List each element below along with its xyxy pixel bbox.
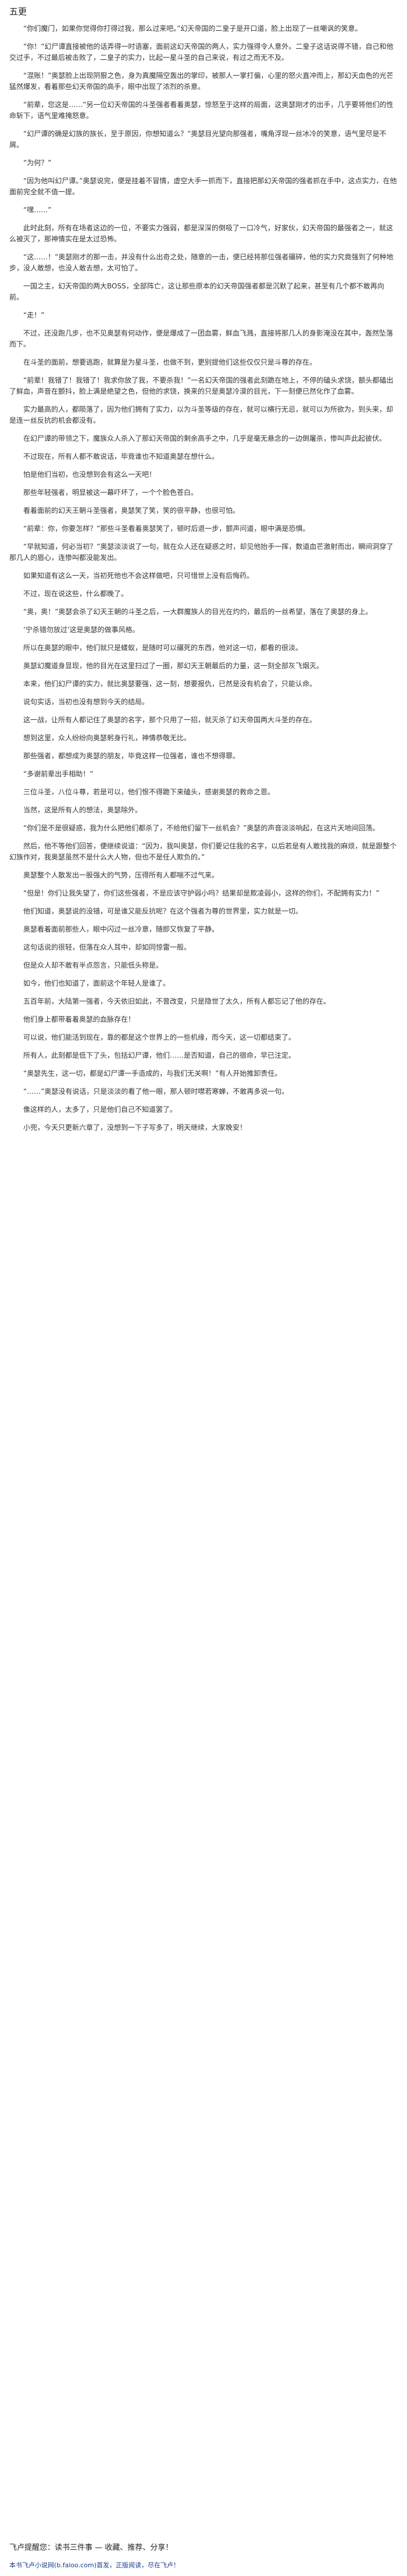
footer-note: 飞卢提醒您：读书三件事 — 收藏、推荐、分享！ [9, 2543, 173, 2552]
paragraph: 怕是他们当初，也没想到会有这么一天吧！ [23, 470, 156, 479]
paragraph: “你！”幻尸谭直接被他的话弄得一时语塞，面前这幻天帝国的两人，实力强得令人意外。… [9, 42, 394, 62]
paragraph: “你们是不是很疑惑，我为什么把他们都杀了，不给他们留下一丝机会？”奥瑟的声音淡淡… [23, 824, 380, 832]
paragraph: “前辈：你，你要怎样？”那些斗圣看着奥瑟笑了，顿时后退一步，颤声问道，眼中满是恐… [23, 525, 310, 533]
paragraph: 这一战，让所有人都记住了奥瑟的名字，那个只用了一招，就灭杀了幻天帝国两大斗圣的存… [23, 716, 317, 724]
paragraph: “奥瑟先生，这一切，都是幻尸谭一手造成的，与我们无关啊！”有人开始推卸责任。 [23, 1069, 282, 1078]
paragraph: “……”奥瑟没有说话，只是淡淡的看了他一眼，那人顿时噤若寒蝉，不敢再多说一句。 [23, 1087, 289, 1096]
paragraph: “幻尸谭的确是幻族的族长，至于原因，你想知道么？”奥瑟目光望向那强者，嘴角浮现一… [9, 130, 387, 149]
paragraph: 说句实话，当初也没有想到今天的结局。 [23, 698, 149, 706]
paragraph: 想到这里，众人纷纷向奥瑟躬身行礼，神情恭敬无比。 [23, 734, 191, 742]
chapter-title: 五更 [9, 6, 27, 17]
paragraph: 看着面前的幻天王朝斗圣强者，奥瑟笑了笑，笑的很平静，也很可怕。 [23, 506, 240, 515]
paragraph: 所有人，此刻都是低下了头，包括幻尸谭，他们……是否知道，自己的宿命，早已注定。 [23, 1051, 296, 1059]
paragraph: “嘿……” [23, 206, 52, 214]
paragraph: “奥，奥！”奥瑟会杀了幻天王朝的斗圣之后，一大群魔族人的目光在灼灼，最后的一丝希… [23, 608, 373, 616]
paragraph: “因为他叫幻尸谭。”奥瑟说完，便是挂着不冒情，虚空大手一抓而下，直接把那幻天帝国… [9, 177, 397, 196]
paragraph: 所以在奥瑟的眼中，他们就只是蝼蚁，是随时可以碾死的东西，他对这一切，都看的很淡。 [23, 644, 303, 652]
paragraph: “你们魔门，如果你觉得你打得过我，那么过来吧。”幻天帝国的二皇子是开口道，脸上出… [23, 24, 362, 33]
chapter-body: “你们魔门，如果你觉得你打得过我，那么过来吧。”幻天帝国的二皇子是开口道，脸上出… [9, 23, 398, 1140]
paragraph: 小兜，今天只更新六章了，没想到一下子写多了，明天继续，大家晚安！ [23, 1123, 247, 1132]
paragraph: “这……！”奥瑟刚才的那一击，并没有什么出奇之处，随意的一击，便已经将那位强者碾… [9, 253, 394, 272]
paragraph: 但是众人却不敢有半点怨言，只能低头称是。 [23, 961, 163, 969]
paragraph: “多谢前辈出手相助！” [23, 770, 94, 778]
paragraph: 不过，现在说这些，什么都晚了。 [23, 590, 128, 598]
paragraph: 不过现在，所有人都不敢说话，毕竟谁也不知道奥瑟在想什么。 [23, 452, 219, 461]
paragraph: “早就知道，何必当初？”奥瑟淡淡说了一句，就在众人还在疑惑之时，却见他抬手一挥，… [9, 543, 394, 562]
paragraph: 他们知道，奥瑟说的没错，可是谁又能反抗呢？在这个强者为尊的世界里，实力就是一切。 [23, 907, 303, 915]
paragraph: 这句话说的很轻，但落在众人耳中，却如同惊雷一般。 [23, 943, 191, 951]
paragraph: 然后，他不等他们回答，便继续说道：“因为，我叫奥瑟，你们要记住我的名字，以后若是… [9, 842, 397, 861]
paragraph: 奥瑟看着面前那些人，眼中闪过一丝冷意，随即又恢复了平静。 [23, 925, 219, 933]
paragraph: 三位斗圣，八位斗尊，若是可以，他们恨不得跪下来磕头，感谢奥瑟的救命之恩。 [23, 788, 275, 796]
paragraph: 此时此刻，所有在场者这边的一位，不要实力强弱，都是深深的倒吸了一口冷气，好家伙，… [9, 224, 394, 243]
paragraph: “但是！你们让我失望了，你们这些强者，不是应该守护弱小吗？结果却是欺凌弱小，这样… [23, 889, 380, 897]
paragraph: 那些强者，都想成为奥瑟的朋友，毕竟这样一位强者，谁也不想得罪。 [23, 752, 240, 760]
paragraph: 奥瑟整个人散发出一股强大的气势，压得所有人都喘不过气来。 [23, 871, 219, 879]
paragraph: “前辈，您这是……”另一位幻天帝国的斗圣强者看着奥瑟，惊怒至于这样的局面，这奥瑟… [9, 101, 394, 120]
paragraph: 像这样的人，太多了，只是他们自己不知道罢了。 [23, 1105, 177, 1114]
paragraph: “混账！”奥瑟脸上出现阴狠之色，身为真魔隔空轰出的掌印，被那人一掌打偏，心里的怒… [9, 72, 394, 91]
paragraph: “走！” [23, 311, 45, 319]
paragraph: “前辈！我错了！我错了！我求你放了我，不要杀我！”一名幻天帝国的强者此刻跪在地上… [9, 376, 394, 395]
paragraph: 如今，他们也知道了，面前这个年轻人是谁了。 [23, 979, 170, 987]
paragraph: 一国之主，幻天帝国的两大BOSS，全部阵亡，这让那些原本的幻天帝国强者都是沉默了… [9, 282, 384, 301]
paragraph: 如果知道有这么一天，当初死他也不会这样做吧，只可惜世上没有后悔药。 [23, 572, 254, 580]
paragraph: 不过，还没跑几步，也不见奥瑟有何动作，便是爆成了一团血雾，鲜血飞溅，直接将那几人… [9, 329, 394, 348]
paragraph: 在斗圣的面前，想要逃跑，就算是为星斗圣，也做不到，更别提他们这些仅仅只是斗尊的存… [23, 358, 317, 366]
paragraph: 在幻尸谭的带领之下，魔族众人杀入了那幻天帝国的剩余高手之中，几乎是毫无悬念的一边… [23, 434, 387, 443]
paragraph: 奥瑟幻魔道身显现，他的目光在这里扫过了一圈，那幻天王朝最后的力量，这一刻全部灰飞… [23, 662, 324, 670]
paragraph: 他们身上都带着着奥瑟的血脉存在！ [23, 1015, 135, 1023]
paragraph: “为何？” [23, 159, 52, 167]
paragraph: 可以说，他们能活到现在，靠的都是这个世界上的一些机缘，而今天，这一切都结束了。 [23, 1033, 296, 1041]
paragraph: 当然，这是所有人的想法，奥瑟除外。 [23, 806, 142, 814]
source-link[interactable]: 本书飞卢小说网(b.faloo.com)首发，正版阅读，尽在飞卢！ [9, 2561, 180, 2569]
paragraph: 本来，他们幻尸谭的实力，就比奥瑟要强，这一刻，想要报仇，已然是没有机会了，只能认… [23, 680, 317, 688]
paragraph: 那些年轻强者，明显被这一幕吓坏了，一个个脸色苍白。 [23, 488, 198, 497]
paragraph: ‘宁杀错勿放过’这是奥瑟的做事风格。 [23, 626, 140, 634]
paragraph: 五百年前，大陆第一强者，今天依旧如此，不曾改变，只是隐世了太久，所有人都忘记了他… [23, 997, 331, 1005]
paragraph: 实力最高的人，都陨落了，因为他们拥有了实力，以为斗圣等级的存在，就可以横行无忌，… [9, 405, 394, 424]
